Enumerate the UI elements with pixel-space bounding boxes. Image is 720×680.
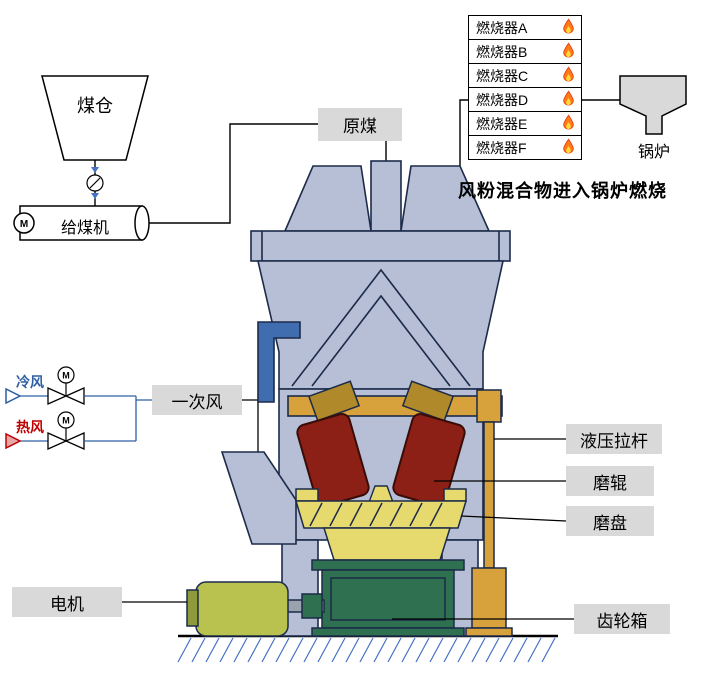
burner-label: 燃烧器F — [476, 139, 527, 156]
mill-pipe — [257, 321, 301, 403]
grinding-disc-tag: 磨盘 — [566, 506, 654, 536]
primary-air-duct-line — [242, 399, 259, 452]
burner-row: 燃烧器C — [468, 63, 582, 88]
flame-icon — [563, 90, 574, 106]
burner-row: 燃烧器A — [468, 15, 582, 40]
cold-air-arrow-icon — [5, 387, 22, 405]
svg-text:M: M — [20, 219, 28, 230]
hydraulic-rod-shape — [465, 389, 513, 637]
coal-bunker-shape — [41, 75, 149, 161]
motor-shape — [195, 581, 289, 637]
flame-icon — [563, 18, 574, 34]
primary-air-tag: 一次风 — [152, 385, 242, 415]
ground-hatch — [177, 637, 556, 663]
motor-coupling — [301, 593, 323, 619]
gate-valve-icon — [86, 167, 104, 199]
grinding-table — [294, 488, 468, 561]
mill-inlet-chute — [220, 451, 297, 545]
coal-feeder-label: 给煤机 — [60, 220, 109, 237]
grinding-rollers — [296, 413, 466, 507]
svg-text:M: M — [62, 371, 70, 381]
burner-row: 燃烧器D — [468, 87, 582, 112]
flame-icon — [563, 114, 574, 130]
cold-air-label: 冷风 — [16, 374, 44, 390]
svg-text:M: M — [62, 416, 70, 426]
flame-icon — [563, 138, 574, 154]
hot-air-arrow-icon — [5, 432, 22, 450]
burner-row: 燃烧器E — [468, 111, 582, 136]
motor-tag: 电机 — [12, 587, 122, 617]
hot-valve-motor-icon: M — [57, 411, 75, 429]
feeder-motor-icon: M — [13, 212, 35, 234]
boiler-shape — [619, 75, 687, 135]
burner-row: 燃烧器B — [468, 39, 582, 64]
cold-air-branch: M — [5, 366, 85, 406]
gearbox-shape — [311, 559, 465, 637]
roller-arm-right — [401, 380, 455, 422]
burner-row: 燃烧器F — [468, 135, 582, 160]
motor-assembly — [186, 581, 325, 637]
boiler-label: 锅炉 — [637, 144, 670, 161]
flame-icon — [563, 66, 574, 82]
classifier-cone-lines — [291, 268, 471, 387]
burner-label: 燃烧器D — [476, 91, 529, 108]
mill-outlet-line — [459, 99, 468, 166]
cold-valve-motor-icon: M — [57, 366, 75, 384]
roller-arm-left — [307, 380, 361, 422]
raw-coal-tag: 原煤 — [318, 108, 402, 141]
motor-end-cap — [186, 589, 199, 627]
hot-air-label: 热风 — [16, 419, 44, 435]
burner-list: 燃烧器A 燃烧器B 燃烧器C 燃烧器D 燃烧器E 燃烧器F — [468, 15, 582, 160]
mixture-note: 风粉混合物进入锅炉燃烧 — [458, 181, 667, 201]
flame-icon — [563, 42, 574, 58]
roller-arms — [307, 380, 455, 422]
burner-label: 燃烧器A — [476, 19, 528, 36]
burner-label: 燃烧器B — [476, 43, 528, 60]
burner-label: 燃烧器C — [476, 67, 529, 84]
air-manifold-lines — [84, 395, 152, 442]
coal-bunker-label: 煤仓 — [77, 96, 113, 116]
grinding-disc-leader — [460, 515, 567, 522]
burner-label: 燃烧器E — [476, 115, 528, 132]
gearbox-tag: 齿轮箱 — [574, 604, 670, 634]
hydraulic-rod-tag: 液压拉杆 — [566, 424, 662, 454]
grinding-roller-tag: 磨辊 — [566, 466, 654, 496]
coal-feeder-shape: M — [13, 205, 150, 241]
